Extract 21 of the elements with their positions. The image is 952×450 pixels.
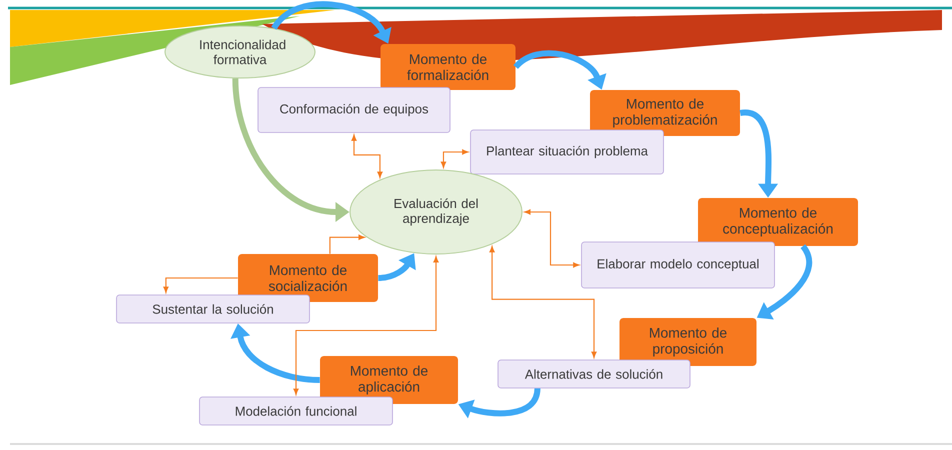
arrow bbox=[524, 209, 580, 268]
activity-box: Sustentar la solución bbox=[116, 294, 310, 324]
activity-box: Modelación funcional bbox=[199, 396, 393, 426]
arrow bbox=[351, 134, 383, 178]
stage-box: Momento de problematización bbox=[590, 90, 740, 136]
arrow bbox=[163, 277, 238, 293]
ellipse-node: Intencionalidad formativa bbox=[164, 26, 316, 78]
stage-box: Momento de proposición bbox=[620, 318, 756, 366]
arrow bbox=[440, 149, 468, 168]
arrow bbox=[489, 246, 597, 358]
arrow bbox=[329, 234, 365, 254]
stage-box: Momento de socialización bbox=[238, 254, 378, 302]
arrow bbox=[293, 256, 439, 395]
stage-box: Momento de formalización bbox=[380, 44, 516, 90]
stage-box: Momento de conceptualización bbox=[698, 198, 858, 246]
ellipse-node: Evaluación del aprendizaje bbox=[350, 170, 522, 254]
activity-box: Plantear situación problema bbox=[470, 130, 664, 174]
stage-box: Momento de aplicación bbox=[320, 356, 458, 404]
activity-box: Conformación de equipos bbox=[258, 87, 450, 133]
activity-box: Alternativas de solución bbox=[498, 360, 690, 388]
activity-box: Elaborar modelo conceptual bbox=[581, 242, 775, 288]
